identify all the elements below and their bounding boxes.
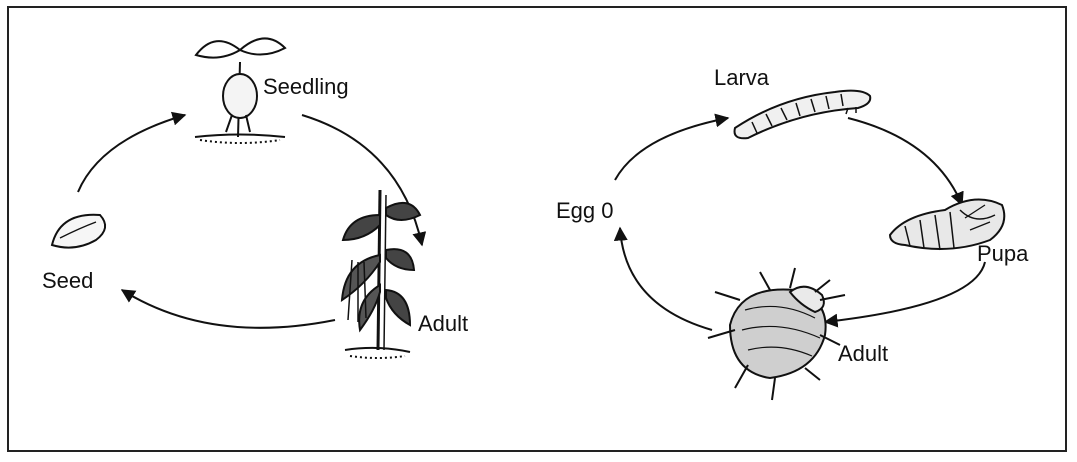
arrow-adult-to-egg	[620, 228, 712, 330]
label-egg: Egg 0	[556, 198, 614, 223]
arrow-egg-to-larva	[615, 118, 728, 180]
plant-cycle: Seedling Adult Seed	[42, 38, 468, 358]
seed-illustration	[52, 215, 105, 248]
adult-plant-illustration	[342, 190, 420, 358]
label-pupa: Pupa	[977, 241, 1029, 266]
arrow-pupa-to-adult	[825, 262, 985, 322]
arrow-adult-to-seed	[122, 290, 335, 328]
label-seedling: Seedling	[263, 74, 349, 99]
larva-illustration	[735, 91, 871, 139]
insect-cycle: Larva Pupa Adult Egg 0	[556, 65, 1029, 400]
label-larva: Larva	[714, 65, 770, 90]
arrow-larva-to-pupa	[848, 118, 962, 205]
label-seed: Seed	[42, 268, 93, 293]
label-plant-adult: Adult	[418, 311, 468, 336]
label-insect-adult: Adult	[838, 341, 888, 366]
arrow-seed-to-seedling	[78, 115, 185, 192]
beetle-illustration	[708, 268, 845, 400]
